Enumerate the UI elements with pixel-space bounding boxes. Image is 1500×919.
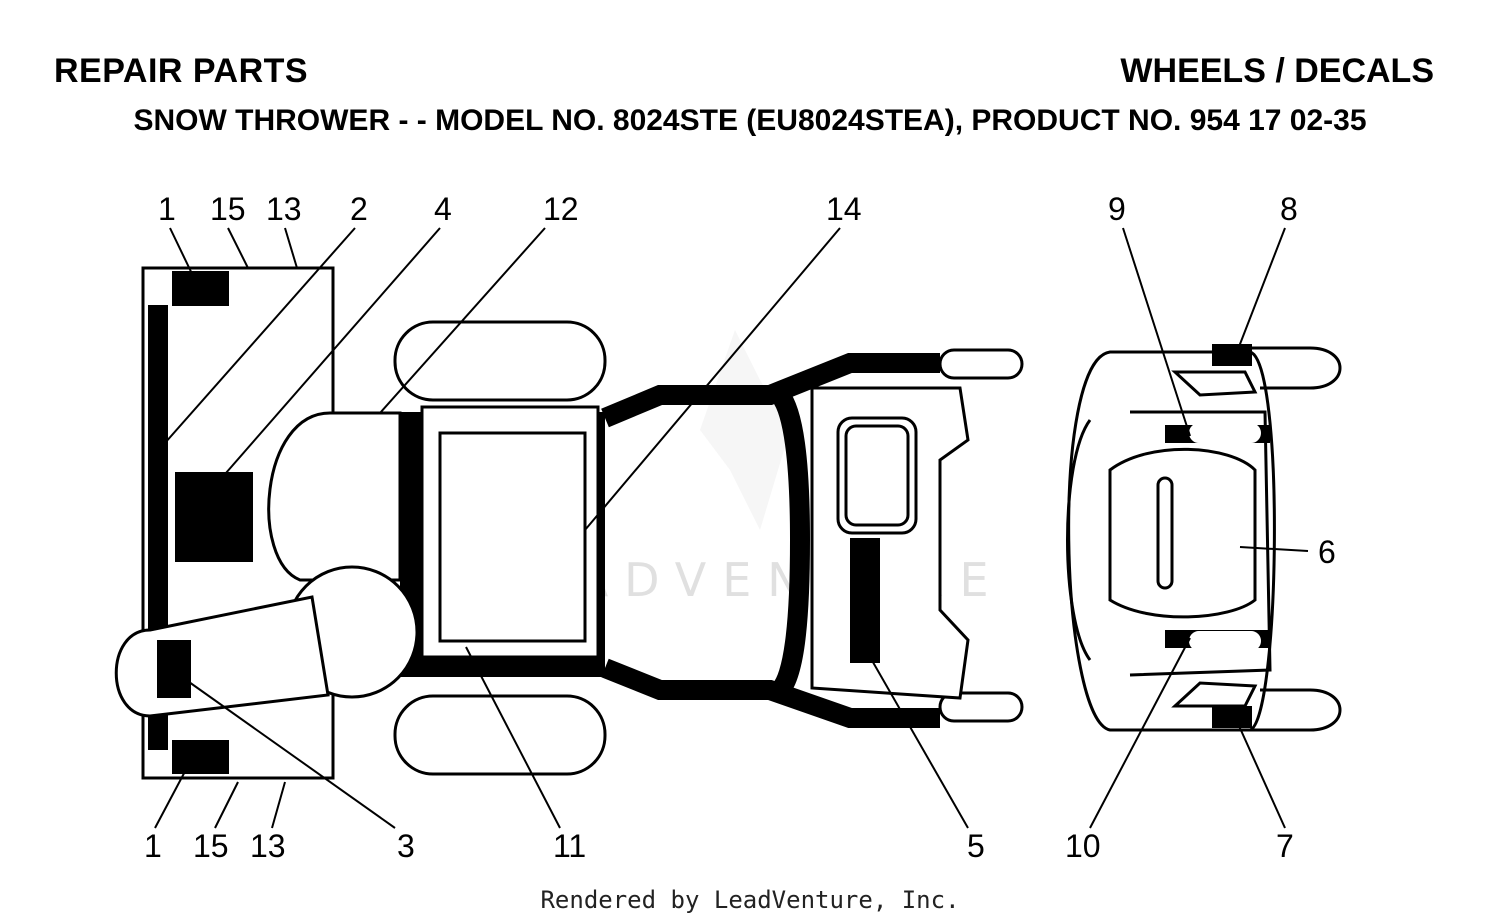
wheel-top [393, 320, 607, 402]
callout-15-bottom: 15 [193, 828, 229, 864]
callout-8: 8 [1280, 191, 1298, 227]
decal-7 [1212, 706, 1252, 728]
callout-3: 3 [397, 828, 415, 864]
callout-6: 6 [1318, 534, 1336, 570]
model-subtitle: SNOW THROWER - - MODEL NO. 8024STE (EU80… [133, 104, 1367, 137]
callout-1-bottom: 1 [144, 828, 162, 864]
decal-8 [1212, 344, 1252, 366]
callout-4: 4 [434, 191, 452, 227]
callout-13-bottom: 13 [250, 828, 286, 864]
top-view [114, 266, 1024, 780]
leader-lines [154, 227, 1309, 829]
callout-2: 2 [350, 191, 368, 227]
callout-1-top: 1 [158, 191, 176, 227]
footer-credit: Rendered by LeadVenture, Inc. [540, 886, 960, 914]
callout-7: 7 [1276, 828, 1294, 864]
watermark-logo-icon [700, 330, 790, 530]
decal-1-bottom [172, 740, 229, 774]
callout-10: 10 [1065, 828, 1101, 864]
callout-14: 14 [826, 191, 862, 227]
page-title: REPAIR PARTS [54, 52, 309, 90]
callout-15-top: 15 [210, 191, 246, 227]
callout-12: 12 [543, 191, 579, 227]
callout-5: 5 [967, 828, 985, 864]
callout-13-top: 13 [266, 191, 302, 227]
decal-1-top [172, 271, 229, 306]
callout-11: 11 [553, 828, 586, 864]
decal-14-panel [438, 431, 587, 643]
wheel-bottom [393, 694, 607, 776]
section-title: WHEELS / DECALS [1120, 52, 1434, 90]
rear-view [1066, 344, 1342, 732]
callout-9: 9 [1108, 191, 1126, 227]
decal-5 [850, 538, 880, 663]
decal-3 [157, 640, 191, 698]
